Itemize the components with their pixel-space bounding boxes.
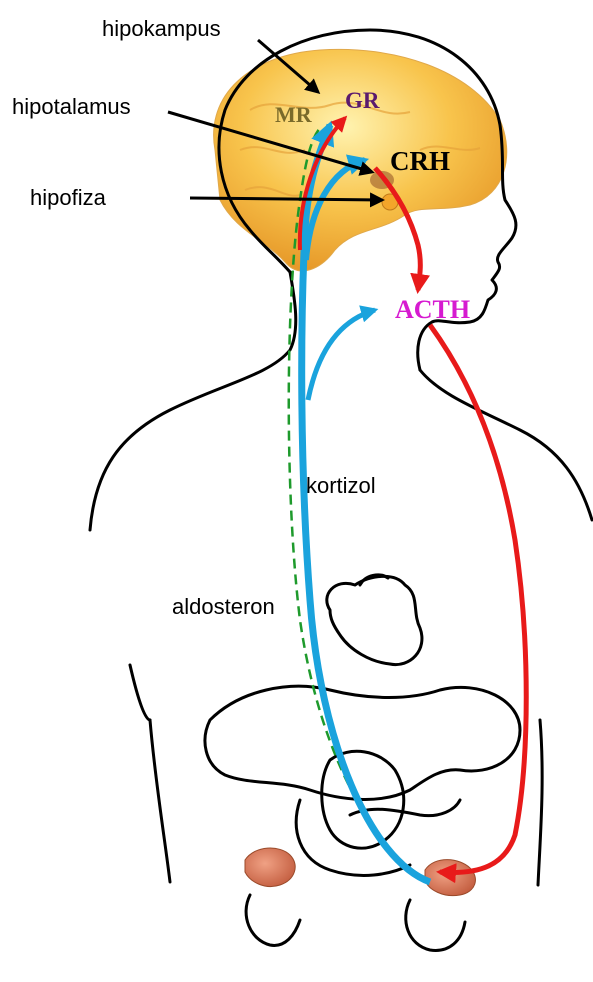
label-aldosteron: aldosteron bbox=[172, 594, 275, 619]
hipofiza-pointer bbox=[190, 198, 382, 200]
adrenal-gland-left bbox=[245, 848, 295, 887]
label-hipofiza: hipofiza bbox=[30, 185, 107, 210]
label-hipotalamus: hipotalamus bbox=[12, 94, 131, 119]
label-hipokampus: hipokampus bbox=[102, 16, 221, 41]
adrenal-gland-right bbox=[425, 860, 475, 896]
acth-arrow bbox=[430, 325, 526, 873]
label-mr: MR bbox=[275, 102, 313, 127]
label-crh: CRH bbox=[390, 146, 450, 176]
label-acth: ACTH bbox=[395, 295, 470, 324]
label-kortizol: kortizol bbox=[306, 473, 376, 498]
label-gr: GR bbox=[345, 88, 380, 113]
cortisol-arrow-to-acth bbox=[308, 310, 375, 400]
